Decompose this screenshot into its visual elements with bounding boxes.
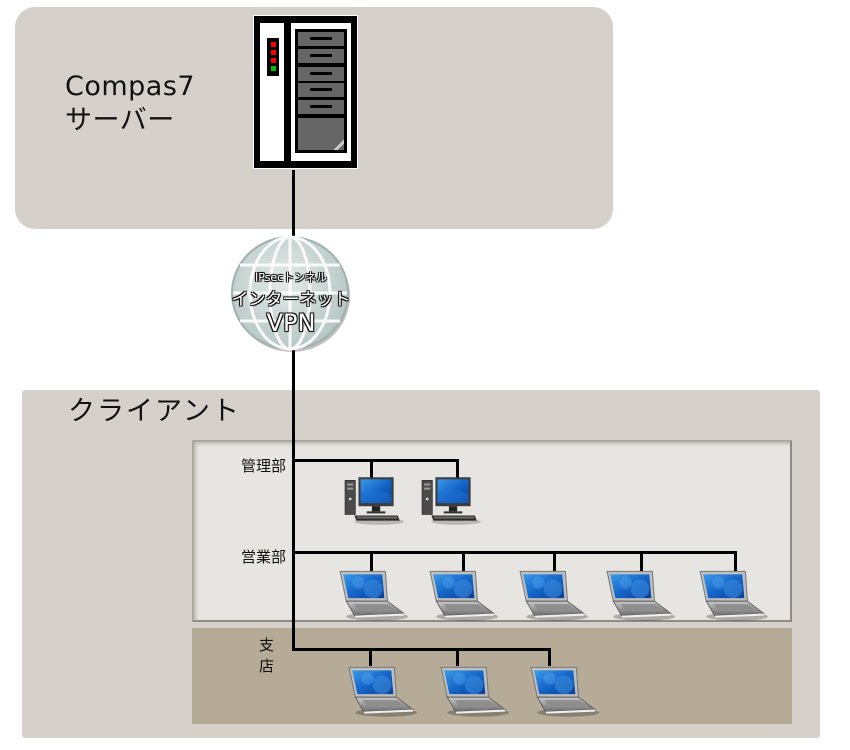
drop-line xyxy=(734,551,737,571)
drive-bay xyxy=(298,32,344,46)
drop-line xyxy=(369,648,372,666)
status-led xyxy=(271,50,276,55)
drop-line xyxy=(640,551,643,571)
server-title-line2: サーバー xyxy=(65,105,175,136)
laptop-icon[interactable] xyxy=(437,664,509,718)
desktop-pc-icon[interactable] xyxy=(421,474,483,526)
dept-label-eigyo: 営業部 xyxy=(240,548,286,566)
laptop-icon[interactable] xyxy=(527,664,599,718)
drop-line xyxy=(456,648,459,666)
desktop-pc-icon[interactable] xyxy=(344,474,406,526)
dept-label-shiten: 支 店 xyxy=(258,636,286,675)
drive-bay xyxy=(298,49,344,63)
server-zone-title: Compas7 サーバー xyxy=(65,70,195,138)
laptop-icon[interactable] xyxy=(516,568,588,622)
client-backbone-line xyxy=(292,390,295,651)
laptop-icon[interactable] xyxy=(603,568,675,622)
vpn-label-vpn: VPN xyxy=(266,309,316,337)
shiten-bus-line xyxy=(292,648,551,651)
drive-bay xyxy=(298,83,344,97)
server-status-leds xyxy=(267,38,279,76)
drive-bay xyxy=(298,100,344,114)
drive-bay-large xyxy=(298,118,344,150)
kanri-bus-line xyxy=(292,459,458,462)
client-zone-title: クライアント xyxy=(68,396,241,427)
laptop-icon[interactable] xyxy=(336,568,408,622)
drive-bay xyxy=(298,67,344,81)
drop-line xyxy=(456,459,459,479)
status-led xyxy=(271,58,276,63)
drop-line xyxy=(462,551,465,571)
vpn-label-ipsec: IPsecトンネル xyxy=(254,271,327,284)
laptop-icon[interactable] xyxy=(696,568,768,622)
eigyo-bus-line xyxy=(292,551,737,554)
status-led xyxy=(271,42,276,47)
drop-line xyxy=(553,551,556,571)
status-led xyxy=(271,66,276,71)
server-uplink-line xyxy=(292,170,295,240)
server-title-line1: Compas7 xyxy=(65,71,196,102)
dept-label-kanri: 管理部 xyxy=(240,457,286,475)
vpn-internet-node[interactable]: IPsecトンネル インターネット VPN xyxy=(226,233,356,355)
drop-line xyxy=(370,551,373,571)
tower-server-icon[interactable] xyxy=(253,15,358,169)
drop-line xyxy=(370,459,373,479)
drop-line xyxy=(548,648,551,666)
globe-icon xyxy=(231,235,350,352)
vpn-label-internet: インターネット xyxy=(231,290,351,310)
server-front-panel xyxy=(260,23,284,161)
laptop-icon[interactable] xyxy=(426,568,498,622)
server-drive-panel xyxy=(291,23,351,161)
laptop-icon[interactable] xyxy=(345,664,417,718)
